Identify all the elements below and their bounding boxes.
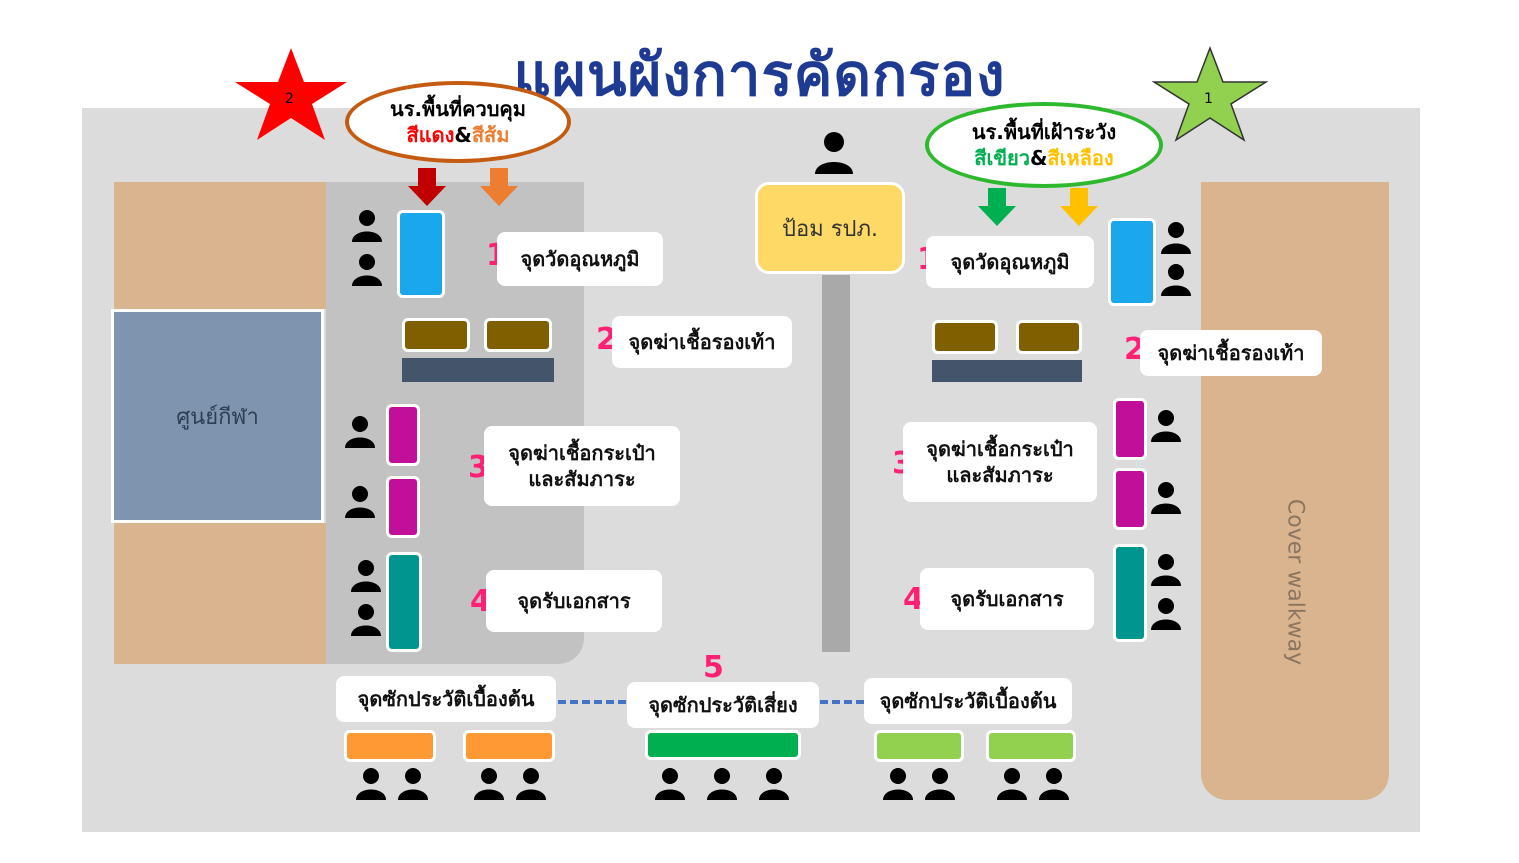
- staff-person-icon: [398, 768, 428, 800]
- zone-1-star-label: 1: [1204, 91, 1213, 107]
- staff-person-icon: [883, 768, 913, 800]
- right-station-1-label: จุดวัดอุณหภูมิ: [926, 236, 1094, 288]
- sports-center: ศูนย์กีฬา: [111, 309, 324, 523]
- bottom-lime-table-1: [874, 730, 964, 762]
- yellow-label: สีเหลือง: [1047, 146, 1114, 170]
- watch-zone-label: นร.พื้นที่เฝ้าระวัง สีเขียว&สีเหลือง: [925, 102, 1163, 188]
- cover-walkway: Cover walkway: [1201, 182, 1389, 800]
- bottom-orange-table-2: [463, 730, 555, 762]
- sports-center-label: ศูนย์กีฬา: [176, 404, 259, 430]
- right-document-table: [1113, 544, 1147, 642]
- orange-label: สีส้ม: [471, 123, 510, 147]
- right-station-4-label: จุดรับเอกสาร: [920, 568, 1094, 630]
- staff-person-icon: [997, 768, 1027, 800]
- staff-person-icon: [352, 210, 382, 242]
- staff-person-icon: [1161, 264, 1191, 296]
- green-arrow-down-icon: [978, 188, 1016, 226]
- left-station-3-number: 3: [468, 450, 489, 485]
- staff-person-icon: [345, 486, 375, 518]
- zone-2-star-icon: 2: [233, 46, 349, 142]
- watch-zone-colors: สีเขียว&สีเหลือง: [974, 145, 1113, 171]
- right-bag-table-1: [1113, 398, 1147, 460]
- left-station-3-label: จุดฆ่าเชื้อกระเป๋า และสัมภาระ: [484, 426, 680, 506]
- left-area-top: [114, 182, 326, 309]
- right-shoe-table: [932, 360, 1082, 382]
- control-zone-title: นร.พื้นที่ควบคุม: [390, 97, 526, 121]
- page-title: แผนผังการคัดกรอง: [513, 41, 1006, 109]
- guard-person-icon: [815, 132, 853, 174]
- left-bag-table-2: [386, 476, 420, 538]
- left-bag-table-1: [386, 404, 420, 466]
- dashed-connector-right: [820, 700, 864, 704]
- bottom-green-table: [645, 730, 801, 760]
- green-label: สีเขียว: [974, 146, 1030, 170]
- right-station-3-line2: และสัมภาระ: [946, 463, 1054, 487]
- zone-1-star-icon: 1: [1152, 46, 1268, 142]
- staff-person-icon: [925, 768, 955, 800]
- security-booth: ป้อม รปภ.: [755, 182, 905, 274]
- right-station-2-label: จุดฆ่าเชื้อรองเท้า: [1140, 330, 1322, 376]
- staff-person-icon: [1161, 222, 1191, 254]
- bottom-center-risk-label: จุดซักประวัติเสี่ยง: [627, 682, 819, 728]
- staff-person-icon: [759, 768, 789, 800]
- left-station-2-label: จุดฆ่าเชื้อรองเท้า: [612, 316, 792, 368]
- left-station-4-label: จุดรับเอกสาร: [486, 570, 662, 632]
- right-station-4-number: 4: [903, 582, 924, 617]
- left-station-2-number: 2: [596, 322, 617, 357]
- right-station-3-line1: จุดฆ่าเชื้อกระเป๋า: [926, 437, 1074, 461]
- staff-person-icon: [516, 768, 546, 800]
- zone-2-star-label: 2: [285, 91, 294, 107]
- staff-person-icon: [1151, 598, 1181, 630]
- staff-person-icon: [655, 768, 685, 800]
- staff-person-icon: [1039, 768, 1069, 800]
- staff-person-icon: [1151, 482, 1181, 514]
- left-shoe-mat-1: [402, 318, 470, 352]
- left-temperature-table: [397, 210, 445, 298]
- gate-barrier: [822, 275, 850, 652]
- right-station-3-label: จุดฆ่าเชื้อกระเป๋า และสัมภาระ: [903, 422, 1097, 502]
- staff-person-icon: [351, 604, 381, 636]
- left-document-table: [386, 552, 422, 652]
- left-station-4-number: 4: [470, 584, 491, 619]
- staff-person-icon: [351, 560, 381, 592]
- left-station-3-line2: และสัมภาระ: [528, 467, 636, 491]
- watch-zone-title: นร.พื้นที่เฝ้าระวัง: [971, 120, 1117, 144]
- left-station-1-label: จุดวัดอุณหภูมิ: [497, 232, 663, 286]
- control-zone-label: นร.พื้นที่ควบคุม สีแดง&สีส้ม: [345, 81, 571, 163]
- staff-person-icon: [352, 254, 382, 286]
- station-5-number: 5: [703, 650, 724, 685]
- left-area-bottom: [114, 523, 326, 664]
- left-shoe-table: [402, 358, 554, 382]
- staff-person-icon: [356, 768, 386, 800]
- security-booth-label: ป้อม รปภ.: [782, 216, 878, 242]
- red-arrow-down-icon: [408, 168, 446, 206]
- left-shoe-mat-2: [484, 318, 552, 352]
- bottom-right-history-label: จุดซักประวัติเบื้องต้น: [864, 678, 1072, 724]
- staff-person-icon: [474, 768, 504, 800]
- amp: &: [454, 123, 472, 147]
- control-zone-colors: สีแดง&สีส้ม: [407, 122, 510, 148]
- staff-person-icon: [1151, 554, 1181, 586]
- staff-person-icon: [1151, 410, 1181, 442]
- left-station-3-line1: จุดฆ่าเชื้อกระเป๋า: [508, 441, 656, 465]
- right-temperature-table: [1108, 218, 1156, 306]
- staff-person-icon: [707, 768, 737, 800]
- amp: &: [1029, 146, 1048, 170]
- dashed-connector-left: [558, 700, 626, 704]
- right-shoe-mat-2: [1016, 320, 1082, 354]
- staff-person-icon: [345, 416, 375, 448]
- red-label: สีแดง: [406, 123, 455, 147]
- bottom-orange-table-1: [344, 730, 436, 762]
- right-bag-table-2: [1113, 468, 1147, 530]
- right-shoe-mat-1: [932, 320, 998, 354]
- right-station-2-number: 2: [1124, 332, 1145, 367]
- bottom-left-history-label: จุดซักประวัติเบื้องต้น: [336, 676, 556, 722]
- orange-arrow-down-icon: [480, 168, 518, 206]
- bottom-lime-table-2: [986, 730, 1076, 762]
- yellow-arrow-down-icon: [1060, 188, 1098, 226]
